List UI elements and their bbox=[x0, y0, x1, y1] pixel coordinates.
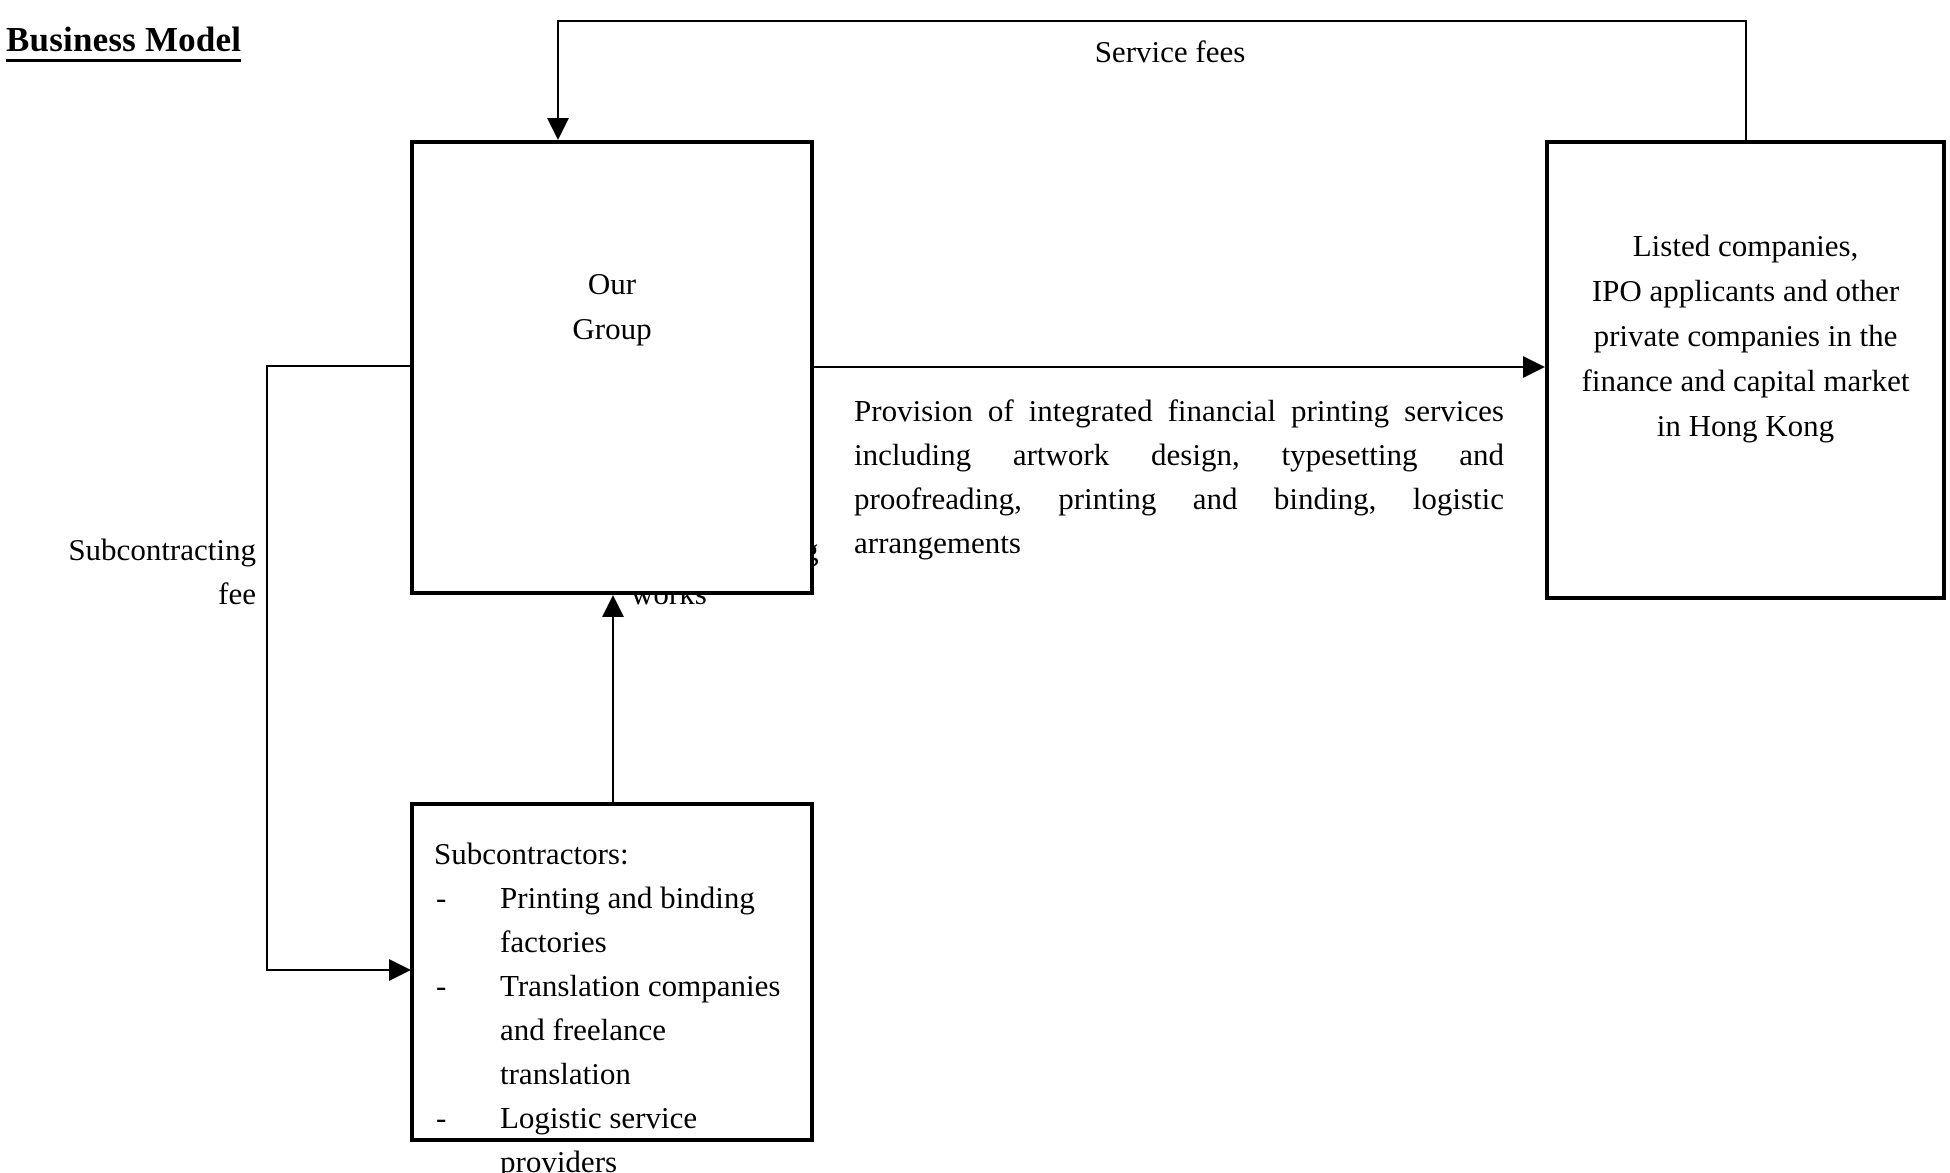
edge-label-service-fees: Service fees bbox=[1094, 34, 1246, 69]
node-subcontractors[interactable]: Subcontractors: Printing and binding fac… bbox=[410, 802, 814, 1173]
subcontracting-works-arrowhead bbox=[602, 595, 624, 617]
node-subcontractors-heading: Subcontractors: bbox=[434, 836, 629, 871]
node-clients[interactable]: Listed companies, IPO applicants and oth… bbox=[1545, 140, 1946, 600]
subcontracting-works-vertical bbox=[612, 615, 614, 804]
provision-arrowhead bbox=[1523, 356, 1545, 378]
edge-label-subcontracting-fee-line1: Subcontracting bbox=[68, 532, 256, 567]
subcontracting-fee-vertical bbox=[266, 365, 268, 970]
service-fees-arrowhead bbox=[547, 118, 569, 140]
node-our-group-label-line1: Our bbox=[587, 266, 637, 301]
list-item: Translation companies and freelance tran… bbox=[434, 964, 794, 1096]
node-our-group-label: Our Group bbox=[414, 261, 810, 351]
node-clients-label-line2: IPO applicants and other bbox=[1591, 273, 1900, 308]
node-our-group[interactable]: Our Group bbox=[410, 140, 814, 595]
subcontracting-fee-bottom-horizontal bbox=[266, 969, 390, 971]
page-title: Business Model bbox=[6, 22, 242, 62]
node-our-group-label-line2: Group bbox=[572, 311, 652, 346]
node-subcontractors-list: Printing and binding factories Translati… bbox=[434, 876, 794, 1173]
list-item: Logistic service providers bbox=[434, 1096, 794, 1173]
node-clients-label-line1: Listed companies, bbox=[1632, 228, 1859, 263]
edge-label-provision: Provision of integrated financial printi… bbox=[854, 393, 1504, 560]
subcontracting-fee-top-horizontal bbox=[266, 365, 412, 367]
list-item: Printing and binding factories bbox=[434, 876, 794, 964]
provision-connector-horizontal bbox=[814, 366, 1524, 368]
service-fees-connector-horizontal bbox=[557, 20, 1747, 22]
edge-label-subcontracting-fee: Subcontracting fee bbox=[10, 528, 256, 616]
node-clients-label-line5: in Hong Kong bbox=[1656, 408, 1835, 443]
node-clients-label-line3: private companies in the bbox=[1593, 318, 1898, 353]
edge-label-subcontracting-fee-line2: fee bbox=[218, 576, 256, 611]
subcontracting-fee-arrowhead bbox=[389, 959, 411, 981]
service-fees-connector-left-vertical bbox=[557, 20, 559, 120]
node-clients-label-line4: finance and capital market bbox=[1581, 363, 1910, 398]
service-fees-connector-right-vertical bbox=[1745, 20, 1747, 142]
node-clients-label: Listed companies, IPO applicants and oth… bbox=[1557, 223, 1934, 448]
